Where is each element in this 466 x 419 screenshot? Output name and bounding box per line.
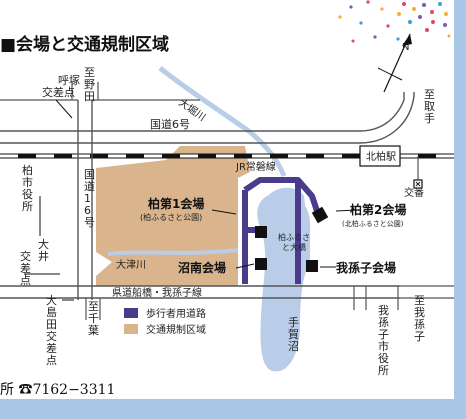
abiko-marker[interactable]: [306, 260, 318, 272]
kashiwa1-marker[interactable]: [255, 226, 267, 238]
route16-road: [77, 100, 93, 300]
otsu-river: [107, 248, 239, 256]
kashiwa1-venue-label: 柏第1会場: [148, 196, 204, 211]
abiko-venue-label: 我孫子会場: [336, 260, 396, 275]
frame-bottom: [0, 399, 466, 419]
to-chiba-label: 至千葉: [88, 300, 99, 337]
kashiwa-station-box: [359, 145, 401, 167]
koban-label: 交番: [404, 186, 424, 199]
oshimada-cross-label: 大島田交差点: [46, 293, 57, 367]
koban-icon: [413, 179, 423, 189]
tega-lake-north: [264, 187, 308, 232]
shonan-marker[interactable]: [255, 258, 267, 270]
route6-label: 国道6号: [150, 117, 190, 131]
to-abiko-label: 至我孫子: [414, 294, 425, 343]
kashiwa2-venue-label: 柏第2会場: [350, 202, 406, 217]
north-arrow-icon: [377, 33, 412, 93]
kensen-label: 県道船橋・我孫子線: [112, 286, 202, 299]
kashiwa-bridge-label: 柏ふるさと大橋: [278, 232, 310, 252]
kashiwa-station-label: 北柏駅: [366, 150, 396, 163]
abiko-cityhall-label: 我孫子市役所: [378, 304, 389, 377]
otsu-river-label: 大津川: [116, 258, 146, 271]
pedestrian-road: [242, 177, 321, 284]
kensen-road: [0, 285, 400, 299]
legend-restricted-swatch: [124, 324, 138, 334]
tega-lake-label: 手賀沼: [288, 315, 299, 353]
legend-restricted-label: 交通規制区域: [146, 323, 206, 336]
confetti-decoration: [338, 0, 451, 43]
to-noda-label: 至野田: [84, 66, 95, 103]
compass-label: N: [402, 42, 409, 53]
map-title: ■会場と交通規制区域: [0, 34, 169, 55]
legend-pedestrian-label: 歩行者用道路: [146, 307, 206, 320]
contact-line: 所 ☎7162−3311: [0, 382, 115, 398]
route6-curve: [359, 92, 415, 144]
frame-right: [454, 0, 466, 419]
yobizuka-cross-label: 呼塚交差点: [42, 74, 80, 99]
kashiwa1-venue-sub: (柏ふるさと公園): [140, 212, 202, 222]
jr-joban-label: JR常磐線: [235, 160, 276, 173]
legend-pedestrian-swatch: [124, 308, 138, 318]
route6-road: [0, 130, 360, 144]
shonan-venue-label: 沼南会場: [178, 260, 226, 275]
kashiwa2-marker[interactable]: [311, 206, 329, 224]
oi-cross-label: 大井交差点: [20, 237, 49, 287]
kashiwa-cityhall-label: 柏市役所: [22, 163, 33, 213]
kashiwa2-venue-sub: (北柏ふるさと公園): [342, 219, 404, 228]
to-toride-label: 至取手: [424, 88, 435, 125]
